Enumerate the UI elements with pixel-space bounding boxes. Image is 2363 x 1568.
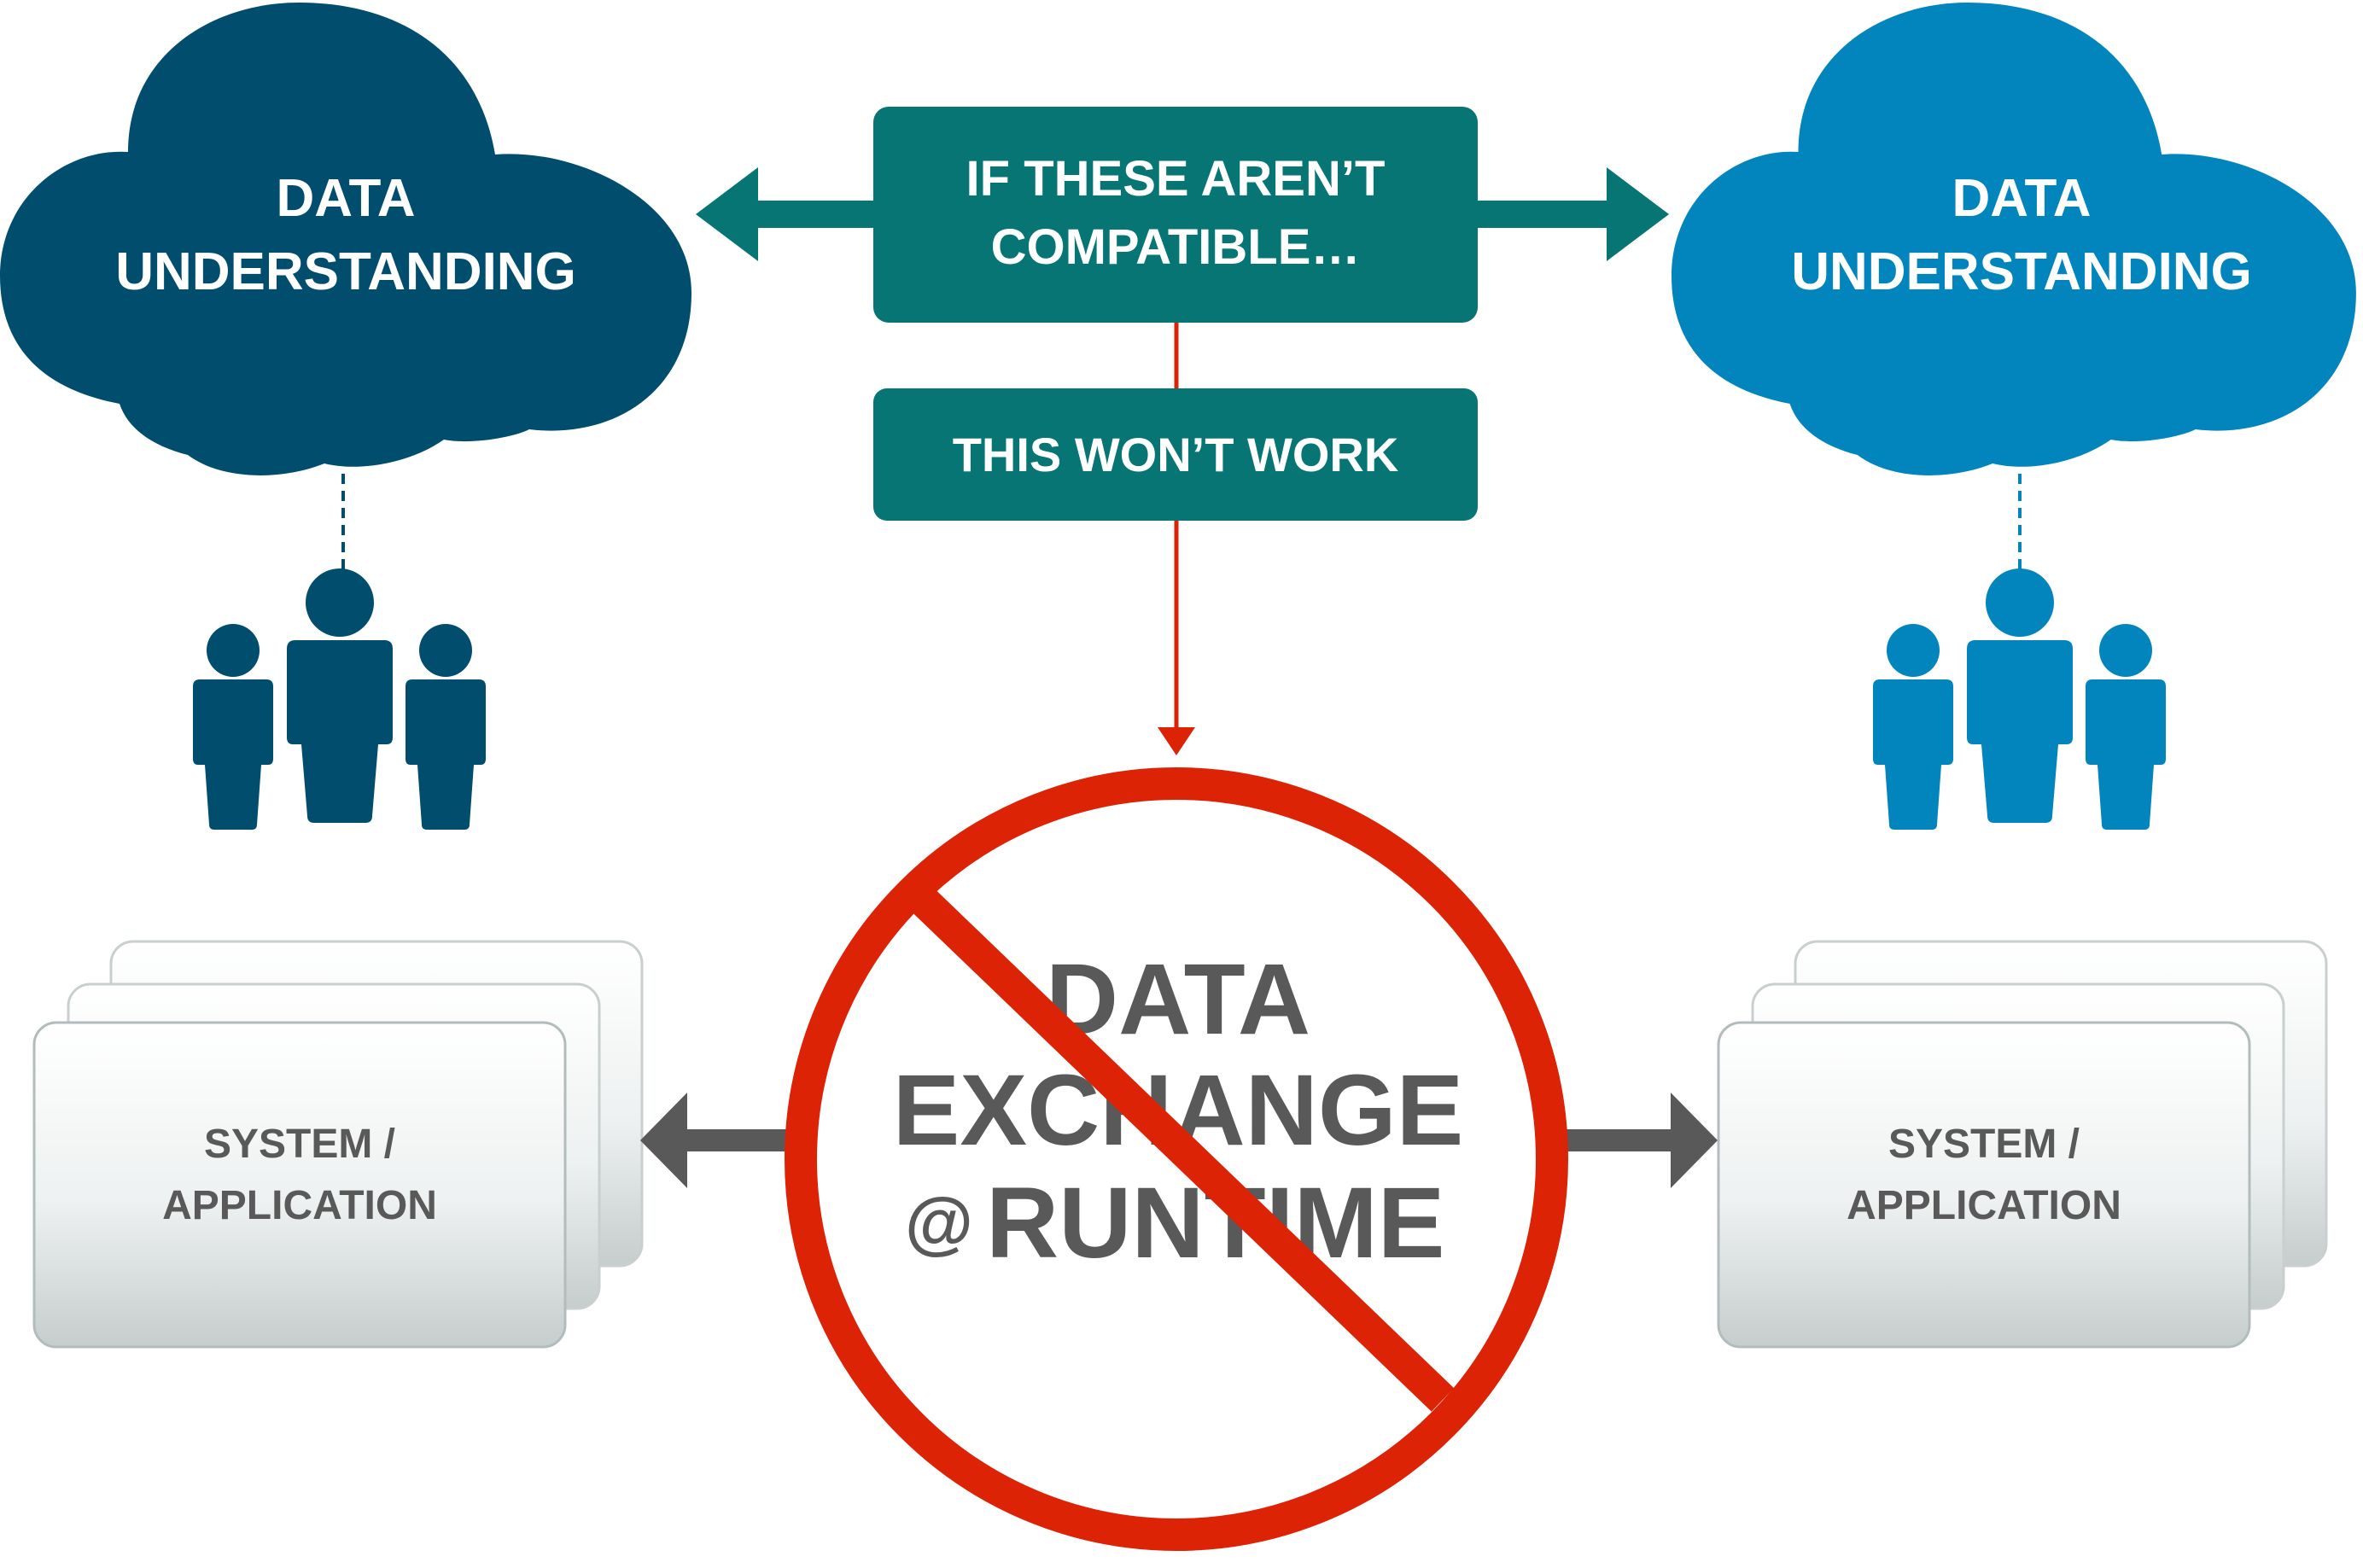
left-system-line1: SYSTEM /	[203, 1122, 396, 1167]
compat-box	[873, 107, 1478, 323]
right-arrow-shaft	[1475, 201, 1607, 228]
left-system-card	[32, 1021, 567, 1349]
right-system-card	[1717, 1021, 2251, 1349]
right-gray-arrow-head	[1671, 1093, 1718, 1188]
wont-work-box	[873, 388, 1478, 521]
compat-arrows	[696, 167, 1669, 261]
left-gray-arrow-head	[640, 1093, 687, 1188]
right-arrow-head	[1607, 167, 1669, 261]
prohibition-slash-line	[898, 876, 1455, 1412]
right-cloud-title: DATA UNDERSTANDING	[1765, 162, 2278, 309]
right-system-stack	[1717, 940, 2328, 1349]
left-gray-arrow-shaft	[683, 1129, 790, 1151]
right-system-label: SYSTEM / APPLICATION	[1718, 1114, 2249, 1237]
left-cloud-title: DATA UNDERSTANDING	[90, 162, 602, 309]
compat-line2: COMPATIBLE…	[990, 219, 1361, 275]
exchange-at: @	[905, 1184, 973, 1262]
right-system-line1: SYSTEM /	[1887, 1122, 2080, 1167]
right-gray-arrow-shaft	[1567, 1129, 1677, 1151]
right-cloud-line1: DATA	[1952, 169, 2092, 228]
red-arrow-head	[1158, 727, 1195, 755]
compat-line1: IF THESE AREN’T	[966, 151, 1386, 207]
red-connector	[1158, 323, 1195, 755]
right-system-line2: APPLICATION	[1847, 1183, 2121, 1228]
left-arrow-shaft	[756, 201, 875, 228]
left-system-line2: APPLICATION	[162, 1183, 437, 1228]
exchange-arrows	[640, 1093, 1718, 1188]
compat-box-label: IF THESE AREN’T COMPATIBLE…	[873, 145, 1478, 282]
wont-work-label: THIS WON’T WORK	[952, 428, 1399, 481]
left-cloud-line2: UNDERSTANDING	[115, 242, 576, 301]
right-cloud-line2: UNDERSTANDING	[1791, 242, 2252, 301]
left-arrow-head	[696, 167, 758, 261]
left-system-stack	[32, 940, 644, 1349]
left-system-label: SYSTEM / APPLICATION	[34, 1114, 565, 1237]
left-cloud-line1: DATA	[276, 169, 416, 228]
exchange-line1: DATA	[1045, 943, 1311, 1056]
